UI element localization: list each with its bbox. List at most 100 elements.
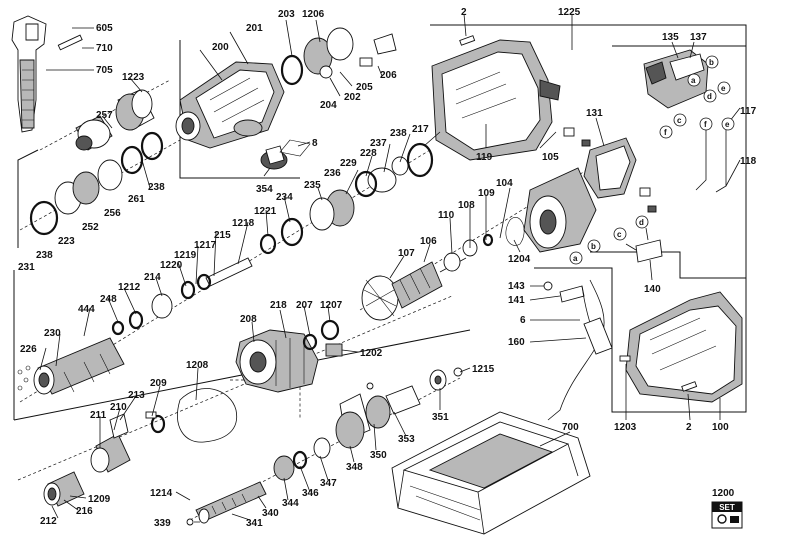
wire-tag-f-switch: f bbox=[664, 128, 667, 137]
callout-1200: 1200 bbox=[712, 488, 735, 499]
callout-236: 236 bbox=[324, 168, 341, 179]
wire-tag-d-connector: d bbox=[639, 218, 644, 227]
handle-bracket bbox=[17, 149, 39, 248]
gearbox-cover-200 bbox=[175, 61, 285, 149]
callout-340: 340 bbox=[262, 508, 279, 519]
set-icon-1200: SET bbox=[711, 501, 743, 529]
callout-135: 135 bbox=[662, 32, 679, 43]
callout-214: 214 bbox=[144, 272, 161, 283]
callout-605: 605 bbox=[96, 23, 113, 34]
wire-tag-b-switch: b bbox=[709, 58, 714, 67]
callout-160: 160 bbox=[508, 337, 525, 348]
gasket-1208 bbox=[177, 388, 238, 443]
callout-137: 137 bbox=[690, 32, 707, 43]
callout-213: 213 bbox=[128, 390, 145, 401]
callout-215: 215 bbox=[214, 230, 231, 241]
callout-106: 106 bbox=[420, 236, 437, 247]
callout-252: 252 bbox=[82, 222, 99, 233]
callout-209: 209 bbox=[150, 378, 167, 389]
callout-1218: 1218 bbox=[232, 218, 255, 229]
callout-100: 100 bbox=[712, 422, 729, 433]
wire-tag-e-switch: e bbox=[721, 84, 726, 93]
callout-223: 223 bbox=[58, 236, 75, 247]
callout-204: 204 bbox=[320, 100, 337, 111]
callout-1208: 1208 bbox=[186, 360, 209, 371]
callout-1220: 1220 bbox=[160, 260, 183, 271]
callout-1212: 1212 bbox=[118, 282, 141, 293]
wire-tag-b-cable: b bbox=[591, 242, 596, 251]
wire-tags: b a d e c f f e c d a b bbox=[569, 55, 735, 265]
callout-226: 226 bbox=[20, 344, 37, 355]
callout-8: 8 bbox=[312, 138, 318, 149]
callout-118: 118 bbox=[740, 156, 757, 167]
callout-205: 205 bbox=[356, 82, 373, 93]
callout-1202: 1202 bbox=[360, 348, 383, 359]
callout-229: 229 bbox=[340, 158, 357, 169]
selector-knob-354 bbox=[260, 139, 311, 170]
side-handle-705 bbox=[11, 15, 83, 133]
armature-106 bbox=[361, 233, 494, 321]
callout-1225: 1225 bbox=[558, 7, 581, 18]
callout-201: 201 bbox=[246, 23, 263, 34]
housing-100-frame bbox=[534, 267, 747, 413]
callout-1214: 1214 bbox=[150, 488, 173, 499]
wire-tag-d-switch: d bbox=[707, 92, 712, 101]
callout-140: 140 bbox=[644, 284, 661, 295]
callout-216: 216 bbox=[76, 506, 93, 517]
wire-tag-e-lead: e bbox=[725, 120, 730, 129]
callout-351: 351 bbox=[432, 412, 449, 423]
callout-6: 6 bbox=[520, 315, 526, 326]
callout-131: 131 bbox=[586, 108, 603, 119]
callout-234: 234 bbox=[276, 192, 293, 203]
callout-206: 206 bbox=[380, 70, 397, 81]
callout-238-upper: 238 bbox=[148, 182, 165, 193]
callout-350: 350 bbox=[370, 450, 387, 461]
callout-119: 119 bbox=[476, 152, 493, 163]
callout-104: 104 bbox=[496, 178, 513, 189]
callout-202: 202 bbox=[344, 92, 361, 103]
cable-clamp-group bbox=[543, 227, 663, 421]
callout-212: 212 bbox=[40, 516, 57, 527]
callout-105: 105 bbox=[542, 152, 559, 163]
tool-holder-group bbox=[90, 411, 166, 473]
callout-705: 705 bbox=[96, 65, 113, 76]
callout-237: 237 bbox=[370, 138, 387, 149]
callout-354: 354 bbox=[256, 184, 273, 195]
carrying-case-700 bbox=[391, 411, 591, 535]
callout-117: 117 bbox=[740, 106, 757, 117]
chuck-257 bbox=[75, 89, 155, 151]
callout-347: 347 bbox=[320, 478, 337, 489]
callout-230: 230 bbox=[44, 328, 61, 339]
gear-housing-218 bbox=[235, 319, 343, 393]
spindle-axis-2 bbox=[17, 295, 453, 481]
callout-217: 217 bbox=[412, 124, 429, 135]
wire-tag-a-switch: a bbox=[691, 76, 696, 85]
switch-frame bbox=[612, 45, 747, 278]
callout-231: 231 bbox=[18, 262, 35, 273]
callout-353: 353 bbox=[398, 434, 415, 445]
callout-110: 110 bbox=[438, 210, 455, 221]
callout-210: 210 bbox=[110, 402, 127, 413]
callout-238-lower: 238 bbox=[36, 250, 53, 261]
callout-1207: 1207 bbox=[320, 300, 343, 311]
callout-141: 141 bbox=[508, 295, 525, 306]
callout-710: 710 bbox=[96, 43, 113, 54]
motor-housing-2 bbox=[431, 35, 561, 161]
seal-rings-203-1206 bbox=[280, 27, 397, 86]
callout-1219: 1219 bbox=[174, 250, 197, 261]
callout-256: 256 bbox=[104, 208, 121, 219]
callout-211: 211 bbox=[90, 410, 107, 421]
callout-107: 107 bbox=[398, 248, 415, 259]
callout-339: 339 bbox=[154, 518, 171, 529]
callout-207: 207 bbox=[296, 300, 313, 311]
callout-1223: 1223 bbox=[122, 72, 145, 83]
set-icon-label: SET bbox=[719, 503, 735, 512]
callout-444: 444 bbox=[78, 304, 95, 315]
callout-labels: 605 710 705 1223 257 238 261 256 252 223… bbox=[18, 7, 757, 529]
callout-248: 248 bbox=[100, 294, 117, 305]
callout-1217: 1217 bbox=[194, 240, 217, 251]
callout-257: 257 bbox=[96, 110, 113, 121]
brush-holder-131 bbox=[563, 127, 657, 213]
